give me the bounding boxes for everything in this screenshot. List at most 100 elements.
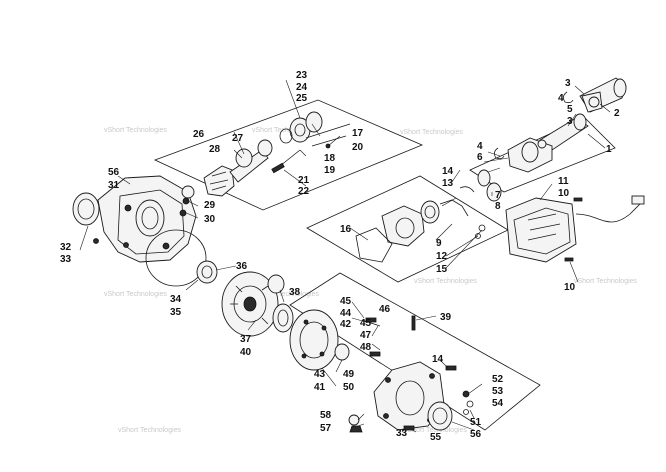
label-4: 4 bbox=[558, 93, 564, 104]
label-8: 8 bbox=[495, 201, 501, 212]
label-37: 37 bbox=[240, 334, 252, 345]
label-31: 31 bbox=[108, 180, 120, 191]
label-39: 39 bbox=[440, 312, 452, 323]
actuator-screws bbox=[564, 197, 583, 262]
small-bolt bbox=[403, 425, 415, 431]
label-16: 16 bbox=[340, 224, 352, 235]
coupling-bearing bbox=[477, 169, 491, 187]
shift-spring bbox=[439, 199, 469, 217]
label-14: 14 bbox=[432, 354, 444, 365]
housing-gasket-oring bbox=[145, 229, 207, 287]
diff-seal bbox=[196, 260, 218, 284]
label-33: 33 bbox=[396, 428, 408, 439]
label-10: 10 bbox=[564, 282, 576, 293]
watermark-text: vShort Technologies bbox=[404, 427, 467, 434]
watermark-text: vShort Technologies bbox=[574, 278, 637, 285]
label-38: 38 bbox=[289, 287, 301, 298]
label-23: 23 bbox=[296, 70, 308, 81]
label-13: 13 bbox=[442, 178, 454, 189]
input-shaft-bearing bbox=[279, 111, 323, 144]
o-ring-small bbox=[475, 233, 481, 239]
label-29: 29 bbox=[204, 200, 216, 211]
label-10: 10 bbox=[558, 188, 570, 199]
diff-bearing bbox=[267, 274, 285, 294]
leader-lines bbox=[79, 79, 611, 433]
rear-bolts bbox=[445, 365, 474, 415]
watermark-text: vShort Technologies bbox=[252, 127, 315, 134]
label-49: 49 bbox=[343, 369, 355, 380]
label-5: 5 bbox=[567, 104, 573, 115]
shift-fork-rod bbox=[361, 315, 416, 357]
label-24: 24 bbox=[296, 82, 308, 93]
label-42: 42 bbox=[340, 319, 352, 330]
watermark-text: vShort Technologies bbox=[118, 427, 181, 434]
label-12: 12 bbox=[436, 251, 448, 262]
label-48: 48 bbox=[360, 342, 372, 353]
drain-plug bbox=[348, 414, 363, 433]
label-52: 52 bbox=[492, 374, 504, 385]
watermark-text: vShort Technologies bbox=[414, 278, 477, 285]
label-32: 32 bbox=[60, 242, 72, 253]
label-3: 3 bbox=[567, 116, 573, 127]
label-28: 28 bbox=[209, 144, 221, 155]
label-43: 43 bbox=[314, 369, 326, 380]
diff-shim bbox=[272, 303, 294, 333]
label-4: 4 bbox=[477, 141, 483, 152]
label-44: 44 bbox=[340, 308, 352, 319]
pinion-gear bbox=[203, 139, 273, 197]
o-ring bbox=[478, 224, 486, 232]
shift-gasket bbox=[355, 227, 393, 263]
ring-gear bbox=[289, 309, 339, 371]
label-19: 19 bbox=[324, 165, 336, 176]
input-shaft-group-box bbox=[153, 99, 424, 211]
label-6: 6 bbox=[477, 152, 483, 163]
label-35: 35 bbox=[170, 307, 182, 318]
coupler bbox=[507, 137, 553, 173]
actuator-assembly bbox=[505, 195, 645, 263]
coupling-seal bbox=[486, 182, 502, 202]
label-51: 51 bbox=[470, 417, 482, 428]
differential-case bbox=[221, 271, 279, 337]
u-joint-yoke bbox=[579, 77, 627, 113]
label-45: 45 bbox=[360, 318, 372, 329]
label-17: 17 bbox=[352, 128, 364, 139]
label-21: 21 bbox=[298, 175, 310, 186]
front-seal bbox=[72, 192, 100, 226]
watermark-text: vShort Technologies bbox=[400, 129, 463, 136]
label-2: 2 bbox=[614, 108, 620, 119]
label-7: 7 bbox=[495, 190, 501, 201]
label-50: 50 bbox=[343, 382, 355, 393]
watermarks: vShort Technologies vShort Technologies … bbox=[104, 127, 637, 434]
watermark-text: vShort Technologies bbox=[104, 291, 167, 298]
label-47: 47 bbox=[360, 330, 372, 341]
snap-ring bbox=[459, 186, 475, 193]
spacer-ring bbox=[181, 185, 195, 199]
label-33: 33 bbox=[60, 254, 72, 265]
watermark-text: vShort Technologies bbox=[104, 127, 167, 134]
label-46: 46 bbox=[379, 304, 391, 315]
rear-seal bbox=[427, 401, 453, 431]
label-56: 56 bbox=[470, 429, 482, 440]
label-3: 3 bbox=[565, 78, 571, 89]
snap-rings bbox=[494, 91, 574, 160]
label-30: 30 bbox=[204, 214, 216, 225]
label-22: 22 bbox=[298, 186, 310, 197]
label-26: 26 bbox=[193, 129, 205, 140]
label-56: 56 bbox=[108, 167, 120, 178]
label-20: 20 bbox=[352, 142, 364, 153]
gear-bearing bbox=[334, 343, 350, 361]
label-36: 36 bbox=[236, 261, 248, 272]
label-11: 11 bbox=[558, 176, 569, 187]
label-15: 15 bbox=[436, 264, 448, 275]
label-18: 18 bbox=[324, 153, 336, 164]
label-27: 27 bbox=[232, 133, 244, 144]
label-45: 45 bbox=[340, 296, 352, 307]
label-58: 58 bbox=[320, 410, 332, 421]
label-41: 41 bbox=[314, 382, 326, 393]
label-40: 40 bbox=[240, 347, 252, 358]
label-34: 34 bbox=[170, 294, 182, 305]
label-57: 57 bbox=[320, 423, 332, 434]
shift-bearing bbox=[420, 200, 440, 224]
label-54: 54 bbox=[492, 398, 504, 409]
